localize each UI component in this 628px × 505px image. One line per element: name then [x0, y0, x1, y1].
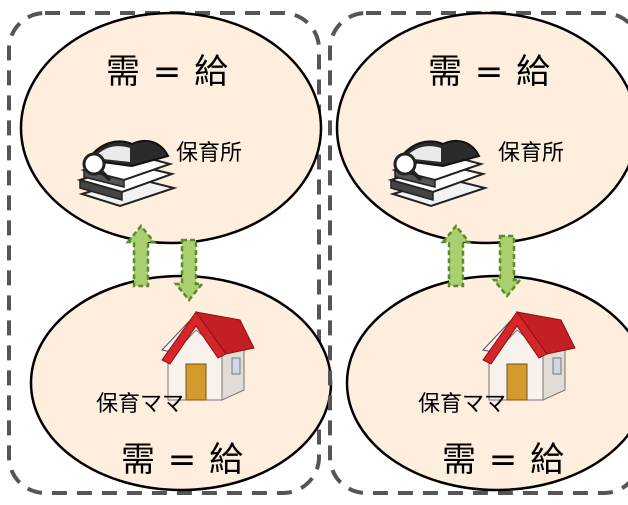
panel-left-top-label: 需 = 給 — [106, 52, 230, 92]
panel-right-facility-label: 保育所 — [498, 141, 565, 166]
panel-left-home-label: 保育ママ — [96, 392, 185, 417]
panel-left-facility-label: 保育所 — [176, 141, 243, 166]
panel-right-bottom-label: 需 = 給 — [442, 440, 566, 480]
panel-right-home-label: 保育ママ — [418, 392, 507, 417]
panel-left-bottom-label: 需 = 給 — [121, 440, 245, 480]
panel-left — [7, 11, 333, 495]
panel-right-border — [328, 11, 628, 495]
panel-right — [328, 11, 628, 495]
panel-right-top-region — [335, 11, 628, 245]
panel-right-top-label: 需 = 給 — [428, 52, 552, 92]
panel-left-top-region — [19, 11, 323, 245]
panel-left-border — [7, 11, 321, 495]
